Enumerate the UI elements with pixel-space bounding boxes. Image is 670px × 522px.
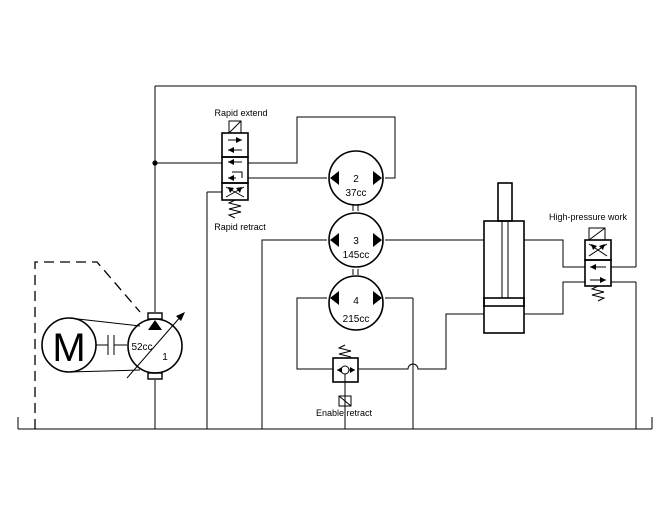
enable-retract-valve: Enable retract xyxy=(316,344,373,418)
hydraulic-motor-4: 4 215cc xyxy=(328,275,384,331)
rapid-extend-label: Rapid extend xyxy=(214,108,267,118)
hydraulic-motor-3: 3 145cc xyxy=(328,212,384,268)
motor-2-number: 2 xyxy=(353,174,359,185)
pump-number: 1 xyxy=(162,352,168,363)
enable-retract-label: Enable retract xyxy=(316,408,373,418)
rapid-extend-valve: Rapid extend Rapid retract xyxy=(214,108,267,232)
motor-3-displacement: 145cc xyxy=(343,250,370,261)
motor-4-displacement: 215cc xyxy=(343,314,370,325)
high-pressure-work-label: High-pressure work xyxy=(549,212,628,222)
tank-line xyxy=(17,417,653,430)
hydraulic-cylinder xyxy=(483,182,525,334)
rapid-retract-label: Rapid retract xyxy=(214,222,266,232)
electric-motor: M xyxy=(41,317,141,373)
pump-displacement: 52cc xyxy=(131,342,152,353)
variable-displacement-pump: 52cc 1 xyxy=(126,312,185,380)
motor-3-number: 3 xyxy=(353,236,359,247)
junction-dot xyxy=(152,160,158,166)
high-pressure-work-valve: High-pressure work xyxy=(549,212,628,302)
motor-2-displacement: 37cc xyxy=(345,188,366,199)
pressure-lines xyxy=(154,85,637,429)
case-drain-dashed-line xyxy=(34,261,141,429)
motor-4-number: 4 xyxy=(353,296,359,307)
motor-letter: M xyxy=(52,326,85,370)
hydraulic-motor-2: 2 37cc xyxy=(328,150,384,206)
